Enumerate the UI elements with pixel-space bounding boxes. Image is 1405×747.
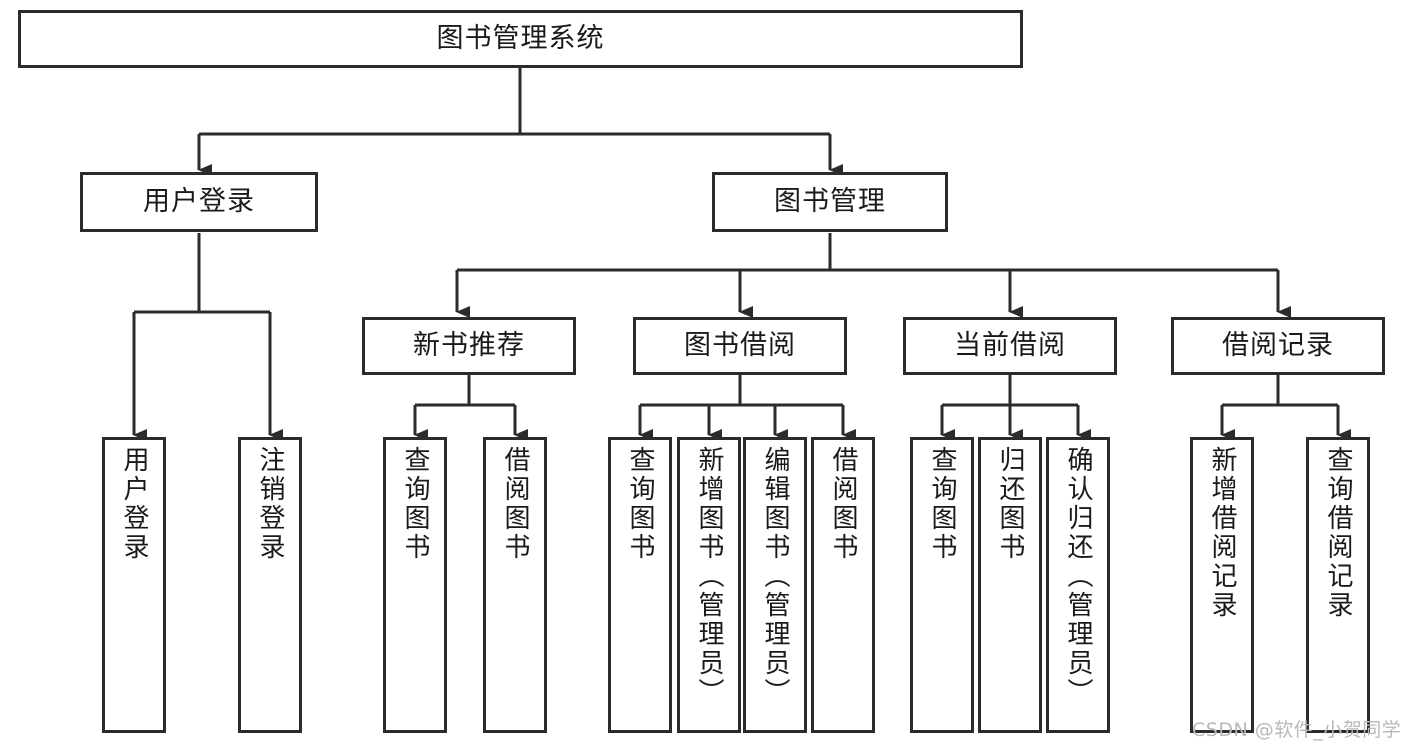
node-label: 借阅记录 — [1222, 330, 1334, 362]
node-user-login[interactable]: 用户登录 — [80, 172, 318, 232]
node-label: 用户登录 — [143, 186, 255, 218]
node-new-book-recommend[interactable]: 新书推荐 — [362, 317, 576, 375]
node-root-system[interactable]: 图书管理系统 — [18, 10, 1023, 68]
leaf-borrow-book[interactable]: 借阅图书 — [811, 437, 875, 733]
leaf-return-book[interactable]: 归还图书 — [978, 437, 1042, 733]
leaf-query-book-borrow[interactable]: 查询图书 — [608, 437, 672, 733]
node-label: 图书管理 — [774, 186, 886, 218]
node-label: 查询图书 — [625, 446, 655, 562]
node-current-borrow[interactable]: 当前借阅 — [903, 317, 1117, 375]
leaf-query-book-recommend[interactable]: 查询图书 — [383, 437, 447, 733]
node-label: 确认归还（管理员） — [1063, 446, 1093, 707]
leaf-query-book-current[interactable]: 查询图书 — [910, 437, 974, 733]
node-label: 用户登录 — [119, 446, 149, 562]
node-label: 新增借阅记录 — [1207, 446, 1237, 620]
leaf-borrow-book-recommend[interactable]: 借阅图书 — [483, 437, 547, 733]
node-book-management[interactable]: 图书管理 — [712, 172, 948, 232]
node-label: 查询图书 — [927, 446, 957, 562]
leaf-logout[interactable]: 注销登录 — [238, 437, 302, 733]
watermark: CSDN @软件_小贺同学 — [1192, 719, 1402, 741]
leaf-query-borrow-record[interactable]: 查询借阅记录 — [1306, 437, 1370, 733]
node-borrow-record[interactable]: 借阅记录 — [1171, 317, 1385, 375]
node-label: 编辑图书（管理员） — [760, 446, 790, 707]
node-label: 查询图书 — [400, 446, 430, 562]
node-label: 新增图书（管理员） — [694, 446, 724, 707]
leaf-edit-book[interactable]: 编辑图书（管理员） — [743, 437, 807, 733]
node-label: 当前借阅 — [954, 330, 1066, 362]
node-label: 借阅图书 — [500, 446, 530, 562]
node-label: 注销登录 — [255, 446, 285, 562]
node-label: 图书借阅 — [684, 330, 796, 362]
node-label: 查询借阅记录 — [1323, 446, 1353, 620]
leaf-confirm-return[interactable]: 确认归还（管理员） — [1046, 437, 1110, 733]
node-label: 新书推荐 — [413, 330, 525, 362]
node-label: 借阅图书 — [828, 446, 858, 562]
leaf-add-book[interactable]: 新增图书（管理员） — [677, 437, 741, 733]
leaf-user-login[interactable]: 用户登录 — [102, 437, 166, 733]
node-book-borrow[interactable]: 图书借阅 — [633, 317, 847, 375]
node-label: 归还图书 — [995, 446, 1025, 562]
node-label: 图书管理系统 — [436, 23, 605, 55]
leaf-add-borrow-record[interactable]: 新增借阅记录 — [1190, 437, 1254, 733]
